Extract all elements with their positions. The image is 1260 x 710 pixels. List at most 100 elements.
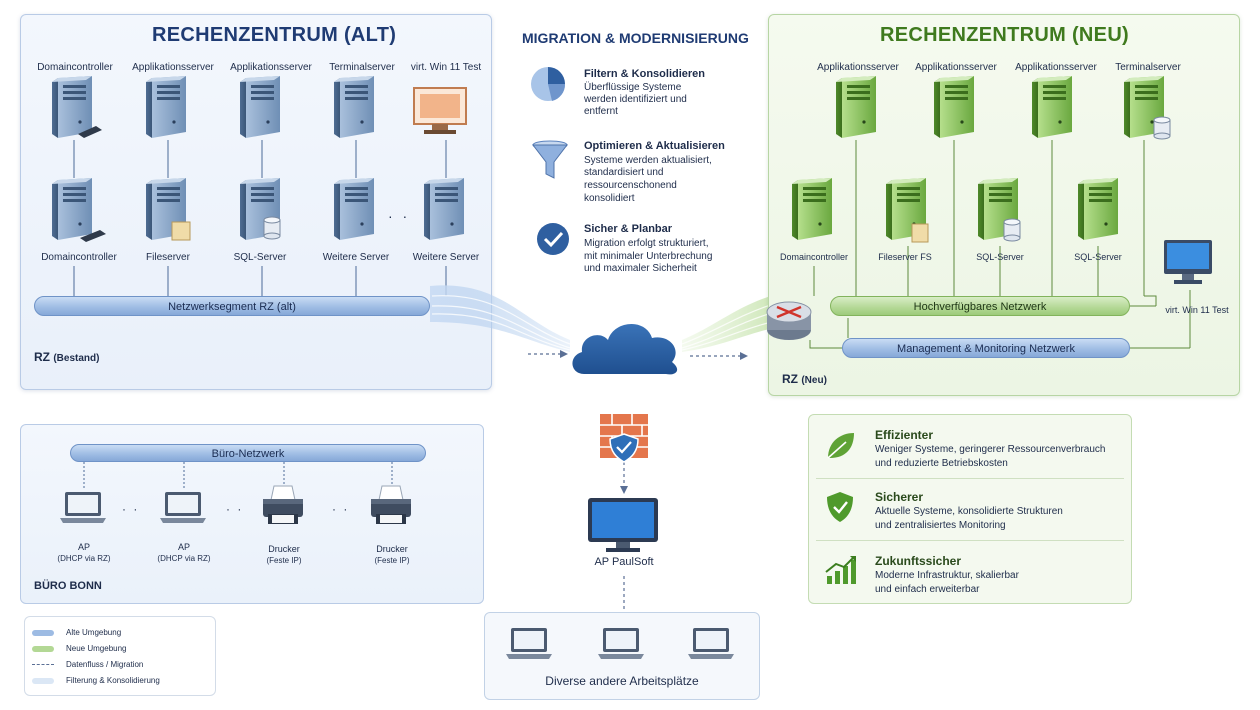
step-line: entfernt: [584, 106, 618, 117]
office-network: Büro-Netzwerk: [70, 444, 426, 462]
laptop-icon: [688, 628, 734, 659]
old-rz-label: RZ (Bestand): [34, 350, 100, 364]
check-circle-icon: [537, 223, 569, 255]
laptop-icon: [160, 492, 206, 523]
new-top-label: Terminalserver: [1115, 62, 1181, 73]
office-title: BÜRO BONN: [34, 580, 102, 592]
step-line: Systeme werden aktualisiert,: [584, 155, 712, 166]
step-line: mit minimaler Unterbrechung: [584, 251, 713, 262]
new-top-label: Applikationsserver: [915, 62, 997, 73]
step-line: standardisiert und: [584, 167, 664, 178]
ellipsis-dots: · ·: [332, 502, 350, 516]
step-title: Optimieren & Aktualisieren: [584, 140, 725, 152]
step-title: Filtern & Konsolidieren: [584, 68, 706, 80]
benefits-panel: [808, 414, 1132, 604]
new-bottom-label: Domaincontroller: [779, 252, 849, 262]
old-bottom-label: Domaincontroller: [41, 252, 117, 263]
old-rz-sub: (Bestand): [53, 353, 100, 364]
shield-check-icon: [827, 492, 853, 522]
ellipsis-dots: · ·: [388, 208, 411, 224]
benefit-title: Sicherer: [875, 490, 924, 504]
benefit-line: und zentralisiertes Monitoring: [875, 520, 1006, 531]
legend-swatch-old: [32, 629, 54, 636]
router-icon: [766, 301, 812, 340]
old-top-label: Applikationsserver: [132, 62, 214, 73]
step-line: konsolidiert: [584, 193, 635, 204]
new-bottom-label: SQL-Server: [1074, 252, 1122, 262]
device-sublabel: (Feste IP): [266, 556, 302, 565]
benefit-title: Effizienter: [875, 428, 934, 442]
old-bottom-label: Weitere Server: [322, 252, 390, 263]
network-segment-old: Netzwerksegment RZ (alt): [34, 296, 430, 316]
keyboard-icon: [80, 230, 106, 242]
new-top-label: Applikationsserver: [1015, 62, 1097, 73]
new-bottom-label: Fileserver FS: [878, 252, 932, 262]
device-label: AP: [77, 542, 90, 552]
step-line: und maximaler Sicherheit: [584, 263, 697, 274]
old-top-label: Terminalserver: [329, 62, 395, 73]
folder-icon: [171, 221, 191, 241]
workstation-label: AP PaulSoft: [594, 556, 654, 568]
old-top-label: Domaincontroller: [37, 62, 113, 73]
benefit-divider: [816, 540, 1124, 541]
benefit-line: Aktuelle Systeme, konsolidierte Struktur…: [875, 506, 1063, 517]
benefit-line: Moderne Infrastruktur, skalierbar: [875, 570, 1019, 581]
legend-item: Datenfluss / Migration: [32, 660, 143, 669]
legend-swatch-filter: [32, 677, 54, 684]
cloud-icon: [572, 323, 678, 375]
legend-swatch-new: [32, 645, 54, 652]
keyboard-icon: [78, 126, 102, 138]
laptop-icon: [60, 492, 106, 523]
device-sublabel: (Feste IP): [374, 556, 410, 565]
network-management: Management & Monitoring Netzwerk: [842, 338, 1130, 358]
legend-item: Alte Umgebung: [32, 628, 121, 637]
device-sublabel: (DHCP via RZ): [157, 554, 211, 563]
new-datacenter-title: RECHENZENTRUM (NEU): [880, 24, 1130, 46]
device-label: Drucker: [268, 544, 300, 554]
step-title: Sicher & Planbar: [584, 223, 673, 235]
legend-swatch-flow: [32, 664, 54, 666]
monitor-icon: [413, 87, 467, 134]
new-test-label: virt. Win 11 Test: [1165, 305, 1229, 315]
growth-chart-icon: [825, 556, 856, 584]
legend-item: Neue Umgebung: [32, 644, 126, 653]
new-top-label: Applikationsserver: [817, 62, 899, 73]
database-icon: [1003, 218, 1021, 242]
funnel-icon: [531, 140, 569, 179]
benefit-title: Zukunftssicher: [875, 554, 962, 568]
legend-panel: [24, 616, 216, 696]
device-label: Drucker: [376, 544, 408, 554]
step-line: Migration erfolgt strukturiert,: [584, 238, 709, 249]
new-rz-label: RZ (Neu): [782, 372, 827, 386]
workstations-label: Diverse andere Arbeitsplätze: [545, 674, 699, 688]
step-line: werden identifiziert und: [584, 94, 687, 105]
old-top-label: virt. Win 11 Test: [410, 62, 482, 73]
step-line: ressourcenschonend: [584, 180, 677, 191]
database-icon: [263, 216, 281, 240]
new-bottom-label: SQL-Server: [976, 252, 1024, 262]
folder-icon: [911, 223, 929, 243]
device-label: AP: [177, 542, 190, 552]
center-title: MIGRATION & MODERNISIERUNG: [522, 30, 749, 46]
old-bottom-label: Weitere Server: [412, 252, 480, 263]
old-bottom-label: SQL-Server: [233, 252, 287, 263]
benefit-line: und reduzierte Betriebskosten: [875, 458, 1008, 469]
ellipsis-dots: · ·: [122, 502, 140, 516]
benefit-line: Weniger Systeme, geringerer Ressourcenve…: [875, 444, 1106, 455]
ellipsis-dots: · ·: [226, 502, 244, 516]
benefit-divider: [816, 478, 1124, 479]
step-line: Überflüssige Systeme: [584, 82, 682, 93]
old-top-label: Applikationsserver: [230, 62, 312, 73]
old-datacenter-title: RECHENZENTRUM (ALT): [152, 24, 397, 46]
legend-item: Filterung & Konsolidierung: [32, 676, 160, 685]
leaf-icon: [827, 433, 854, 459]
new-rz-sub: (Neu): [801, 375, 827, 386]
device-sublabel: (DHCP via RZ): [57, 554, 111, 563]
firewall-icon: [600, 414, 648, 463]
desktop-monitor-icon: [588, 498, 658, 552]
old-bottom-label: Fileserver: [146, 252, 190, 263]
laptop-icon: [598, 628, 644, 659]
printer-icon: [370, 485, 412, 525]
